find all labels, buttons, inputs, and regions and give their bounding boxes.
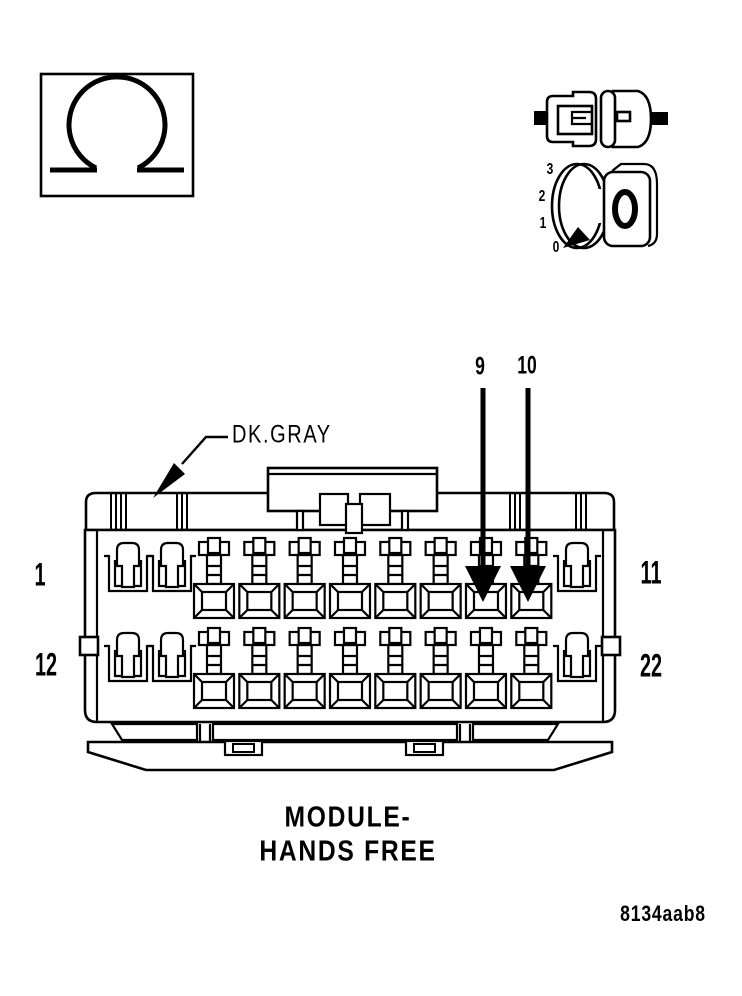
row1-right-label: 11 [640, 554, 662, 591]
leader-arrowhead [153, 463, 185, 498]
figure-code: 8134aab8 [620, 901, 706, 926]
row2-left-label: 12 [34, 646, 58, 683]
wire-color-label: DK.GRAY [232, 420, 332, 449]
connector-drawing [78, 466, 622, 772]
row2-right-label: 22 [639, 647, 663, 684]
pin-label-9: 9 [475, 352, 485, 381]
ignition-dial-icon [550, 162, 659, 250]
dial-arrowhead [563, 227, 590, 248]
dial-position-3: 3 [546, 161, 554, 178]
dial-position-2: 2 [538, 188, 546, 205]
pin-arrows [465, 388, 546, 602]
wire-color-leader [153, 435, 228, 498]
caption-line1: MODULE- [284, 801, 412, 834]
connector-latch [266, 466, 439, 535]
dial-position-0: 0 [552, 239, 560, 256]
ohmmeter-icon [39, 72, 195, 198]
row1-left-label: 1 [34, 556, 46, 593]
connector-pair-icon [534, 89, 668, 149]
caption-line2: HANDS FREE [259, 835, 437, 868]
pin-label-10: 10 [517, 351, 537, 380]
dial-position-1: 1 [539, 215, 547, 232]
